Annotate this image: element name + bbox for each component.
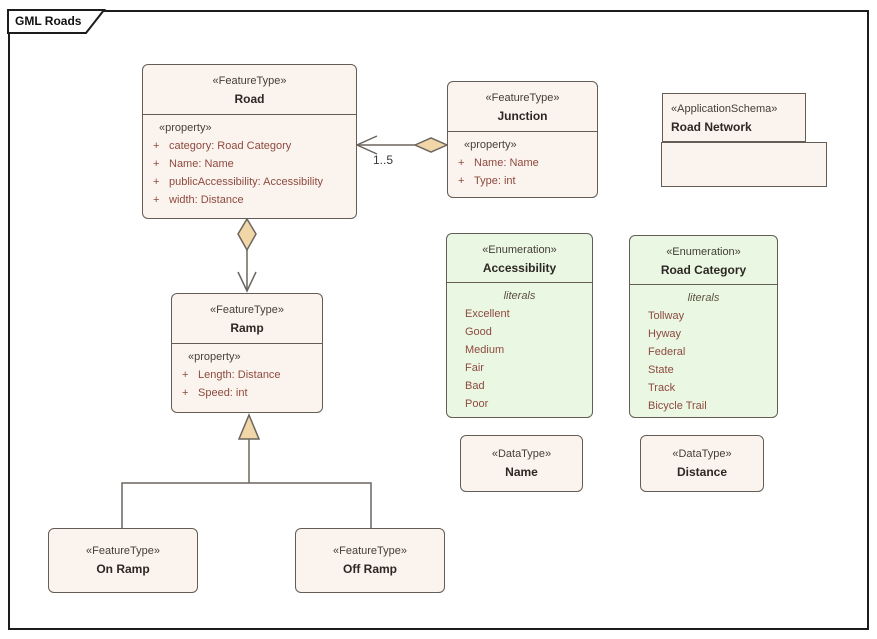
property-label: «property» — [464, 139, 517, 151]
literals-label: literals — [687, 292, 720, 304]
enumeration-name: Road Category — [660, 263, 747, 277]
class-ramp[interactable]: «FeatureType» Ramp «property» + Length: … — [171, 293, 323, 413]
literals-label: literals — [503, 290, 536, 302]
class-ramp-attributes: «property» + Length: Distance + Speed: i… — [172, 344, 322, 402]
enumeration-road-category[interactable]: «Enumeration» Road Category literals Tol… — [629, 235, 778, 418]
literal-row: Hyway — [648, 328, 682, 340]
literal-row: Bad — [465, 380, 485, 392]
stereotype-label: «FeatureType» — [485, 92, 560, 104]
diagram-frame — [8, 10, 869, 630]
enumeration-road-category-header: «Enumeration» Road Category — [630, 236, 777, 285]
enumeration-road-category-literals: literals Tollway Hyway Federal State Tra… — [630, 285, 777, 415]
class-road-header: «FeatureType» Road — [143, 65, 356, 115]
literal-row: Federal — [648, 346, 686, 358]
datatype-distance[interactable]: «DataType» Distance — [640, 435, 764, 492]
class-off-ramp[interactable]: «FeatureType» Off Ramp — [295, 528, 445, 593]
datatype-name-label: Name — [505, 465, 538, 479]
class-junction-attributes: «property» + Name: Name + Type: int — [448, 132, 597, 190]
literal-row: Good — [465, 326, 492, 338]
literal-row: State — [648, 364, 674, 376]
attribute-row: + publicAccessibility: Accessibility — [153, 176, 324, 188]
property-label: «property» — [188, 351, 241, 363]
class-name: Junction — [497, 109, 548, 123]
stereotype-label: «Enumeration» — [666, 246, 741, 258]
enumeration-accessibility[interactable]: «Enumeration» Accessibility literals Exc… — [446, 233, 593, 418]
class-name: Road — [234, 92, 265, 106]
stereotype-label: «FeatureType» — [212, 75, 287, 87]
stereotype-label: «FeatureType» — [333, 545, 407, 557]
literal-row: Bicycle Trail — [648, 400, 707, 412]
literal-row: Tollway — [648, 310, 685, 322]
attribute-row: + Speed: int — [182, 387, 248, 399]
literal-row: Fair — [465, 362, 484, 374]
attribute-row: + category: Road Category — [153, 140, 292, 152]
stereotype-label: «FeatureType» — [86, 545, 160, 557]
class-name: On Ramp — [96, 562, 150, 576]
stereotype-label: «DataType» — [491, 448, 552, 460]
literal-row: Track — [648, 382, 676, 394]
diagram-title: GML Roads — [15, 14, 82, 28]
attribute-row: + Name: Name — [458, 157, 539, 169]
enumeration-accessibility-literals: literals Excellent Good Medium Fair Bad … — [447, 283, 592, 413]
stereotype-label: «Enumeration» — [482, 244, 557, 256]
literal-row: Excellent — [465, 308, 510, 320]
attribute-row: + Type: int — [458, 175, 516, 187]
property-label: «property» — [159, 122, 212, 134]
literal-row: Poor — [465, 398, 489, 410]
package-road-network-body[interactable] — [661, 142, 827, 187]
datatype-name[interactable]: «DataType» Name — [460, 435, 583, 492]
class-junction[interactable]: «FeatureType» Junction «property» + Name… — [447, 81, 598, 198]
class-ramp-header: «FeatureType» Ramp — [172, 294, 322, 344]
stereotype-label: «ApplicationSchema» — [671, 103, 778, 115]
stereotype-label: «FeatureType» — [210, 304, 284, 316]
attribute-row: + Length: Distance — [182, 369, 281, 381]
package-name: Road Network — [671, 120, 752, 134]
class-road[interactable]: «FeatureType» Road «property» + category… — [142, 64, 357, 219]
class-name: Off Ramp — [343, 562, 397, 576]
literal-row: Medium — [465, 344, 505, 356]
attribute-row: + Name: Name — [153, 158, 234, 170]
class-name: Ramp — [230, 321, 264, 335]
attribute-row: + width: Distance — [153, 194, 244, 206]
class-on-ramp[interactable]: «FeatureType» On Ramp — [48, 528, 198, 593]
class-junction-header: «FeatureType» Junction — [448, 82, 597, 132]
enumeration-name: Accessibility — [482, 261, 557, 275]
multiplicity-label: 1..5 — [373, 153, 394, 167]
enumeration-accessibility-header: «Enumeration» Accessibility — [447, 234, 592, 283]
package-road-network-tab[interactable]: «ApplicationSchema» Road Network — [662, 93, 806, 142]
stereotype-label: «DataType» — [672, 448, 732, 460]
class-road-attributes: «property» + category: Road Category + N… — [143, 115, 356, 209]
datatype-name-label: Distance — [676, 465, 728, 479]
